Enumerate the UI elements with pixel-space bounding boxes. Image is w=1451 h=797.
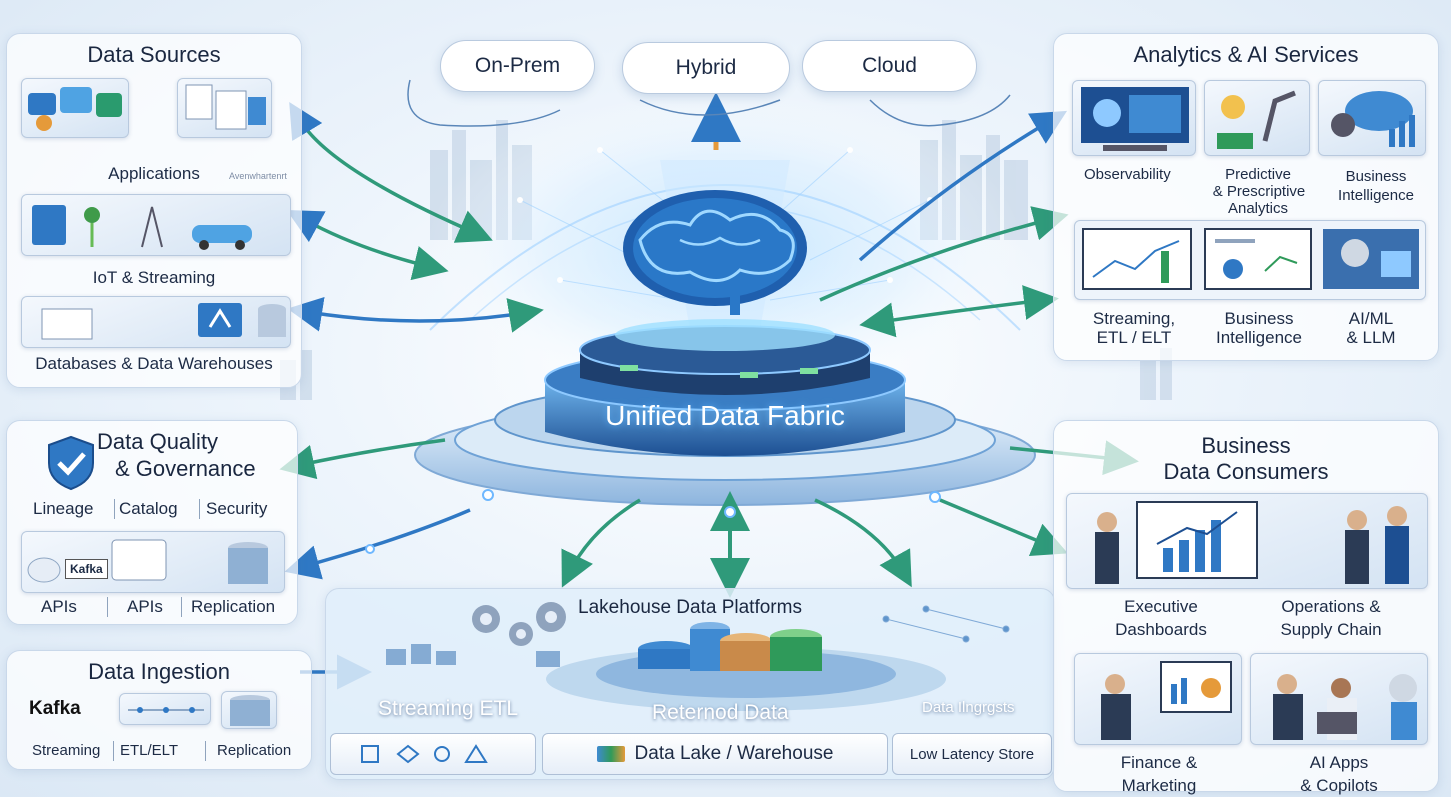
quality-apis-2: APIs xyxy=(127,597,163,616)
gear-icon xyxy=(472,602,566,646)
quality-replication: Replication xyxy=(191,597,276,616)
consumers-title-1: Business xyxy=(1201,433,1291,458)
consumer-executive-2: Dashboards xyxy=(1115,620,1207,639)
executive-illustration xyxy=(1066,493,1428,589)
lakehouse-pipeline-icons xyxy=(330,733,536,775)
quality-illustration xyxy=(21,531,285,593)
analytics-bi2-2: Intelligence xyxy=(1215,328,1302,347)
database-icon xyxy=(638,622,822,671)
cloud-cloud: Cloud xyxy=(802,40,977,92)
ingestion-title: Data Ingestion xyxy=(88,659,230,684)
source-applications-label: Applications xyxy=(108,164,200,183)
analytics-predictive-2: & Prescriptive xyxy=(1212,183,1306,200)
quality-kafka-badge: Kafka xyxy=(65,559,108,579)
ingestion-etl: ETL/ELT xyxy=(120,742,179,759)
quality-title-line2: & Governance xyxy=(115,456,256,481)
consumer-finance-2: Marketing xyxy=(1121,776,1197,795)
lakehouse-low-latency: Low Latency Store xyxy=(892,733,1052,775)
source-databases-label: Databases & Data Warehouses xyxy=(35,354,273,373)
lakehouse-ingests: Data Ilngrgsts xyxy=(922,699,1015,716)
finance-illustration xyxy=(1074,653,1242,745)
applications-illustration xyxy=(21,78,129,138)
documents-illustration xyxy=(177,78,272,138)
arrow-apis xyxy=(284,508,471,580)
cloud-on-prem: On-Prem xyxy=(440,40,595,92)
lakehouse-title: Lakehouse Data Platforms xyxy=(578,597,802,618)
observability-illustration xyxy=(1072,80,1196,156)
consumer-aiapps-2: & Copilots xyxy=(1300,776,1378,795)
panel-lakehouse: Lakehouse Data Platforms Streaming ETL R… xyxy=(325,588,1055,780)
lakehouse-data-lake: Data Lake / Warehouse xyxy=(542,733,888,775)
arrow-analytics-mid xyxy=(819,206,1069,302)
lakehouse-returned-data: Reternod Data xyxy=(652,701,789,724)
bi-illustration xyxy=(1318,80,1426,156)
arrow-analytics-top xyxy=(858,110,1068,262)
watermark-text: Avenwhartenrt xyxy=(229,171,287,181)
fabric-title: Unified Data Fabric xyxy=(605,400,845,431)
ingestion-streaming: Streaming xyxy=(32,742,101,759)
predictive-illustration xyxy=(1204,80,1310,156)
panel-consumers: Business Data Consumers Executive Dashbo… xyxy=(1053,420,1439,795)
consumers-title-2: Data Consumers xyxy=(1163,459,1329,484)
quality-title-line1: Data Quality xyxy=(97,429,219,454)
ingestion-flow-illustration xyxy=(119,693,211,725)
quality-apis-1: APIs xyxy=(41,597,77,616)
consumer-operations-1: Operations & xyxy=(1281,597,1381,616)
analytics-bi-1: Business xyxy=(1345,168,1407,185)
iot-illustration xyxy=(21,194,291,256)
lakehouse-illustration xyxy=(386,602,1010,711)
analytics-streaming-2: ETL / ELT xyxy=(1096,328,1172,347)
quality-security: Security xyxy=(206,499,268,518)
panel-title: Data Sources xyxy=(87,42,221,67)
panel-analytics: Analytics & AI Services Observability Pr… xyxy=(1053,33,1439,361)
quality-lineage: Lineage xyxy=(33,499,94,518)
consumer-executive-1: Executive xyxy=(1124,597,1198,616)
quality-catalog: Catalog xyxy=(119,499,178,518)
arrow-iot xyxy=(286,209,449,281)
cloud-hybrid: Hybrid xyxy=(622,42,790,94)
analytics-predictive-3: Analytics xyxy=(1227,200,1289,217)
analytics-predictive-1: Predictive xyxy=(1225,166,1291,183)
analytics-aiml-2: & LLM xyxy=(1346,328,1396,347)
arrow-consumers-low xyxy=(939,498,1068,557)
data-lake-label: Data Lake / Warehouse xyxy=(634,743,834,764)
ingestion-db-illustration xyxy=(221,691,277,729)
analytics-bi-2: Intelligence xyxy=(1338,187,1414,204)
consumer-aiapps-1: AI Apps xyxy=(1309,753,1369,772)
consumer-finance-1: Finance & xyxy=(1120,753,1198,772)
consumer-operations-2: Supply Chain xyxy=(1280,620,1382,639)
analytics-observability: Observability xyxy=(1084,166,1171,183)
arrow-lake-right xyxy=(814,498,912,588)
arrow-databases xyxy=(287,296,544,333)
analytics-streaming-1: Streaming, xyxy=(1092,309,1176,328)
brain-icon xyxy=(623,190,807,315)
panel-data-sources: Data Sources Applications Avenwhartenrt … xyxy=(6,33,302,388)
analytics-bi2-1: Business xyxy=(1224,309,1294,328)
analytics-aiml-1: AI/ML xyxy=(1348,309,1394,328)
lakehouse-streaming-etl: Streaming ETL xyxy=(378,697,519,720)
analytics-title: Analytics & AI Services xyxy=(1133,42,1359,67)
arrow-analytics-low xyxy=(859,285,1059,338)
ingestion-replication: Replication xyxy=(217,742,292,759)
kafka-logo: Kafka xyxy=(29,698,81,719)
analytics-row2-frame xyxy=(1074,220,1426,300)
shield-check-icon xyxy=(48,435,94,491)
arrow-quality xyxy=(279,438,446,480)
panel-data-ingestion: Data Ingestion Kafka Streaming ETL/ELT R… xyxy=(6,650,312,770)
panel-data-quality: Data Quality & Governance Lineage Catalo… xyxy=(6,420,298,625)
databases-illustration xyxy=(21,296,291,348)
arrow-lake-left xyxy=(561,498,641,588)
ai-apps-illustration xyxy=(1250,653,1428,745)
source-iot-label: IoT & Streaming xyxy=(92,268,216,287)
data-lake-icon xyxy=(596,746,625,762)
